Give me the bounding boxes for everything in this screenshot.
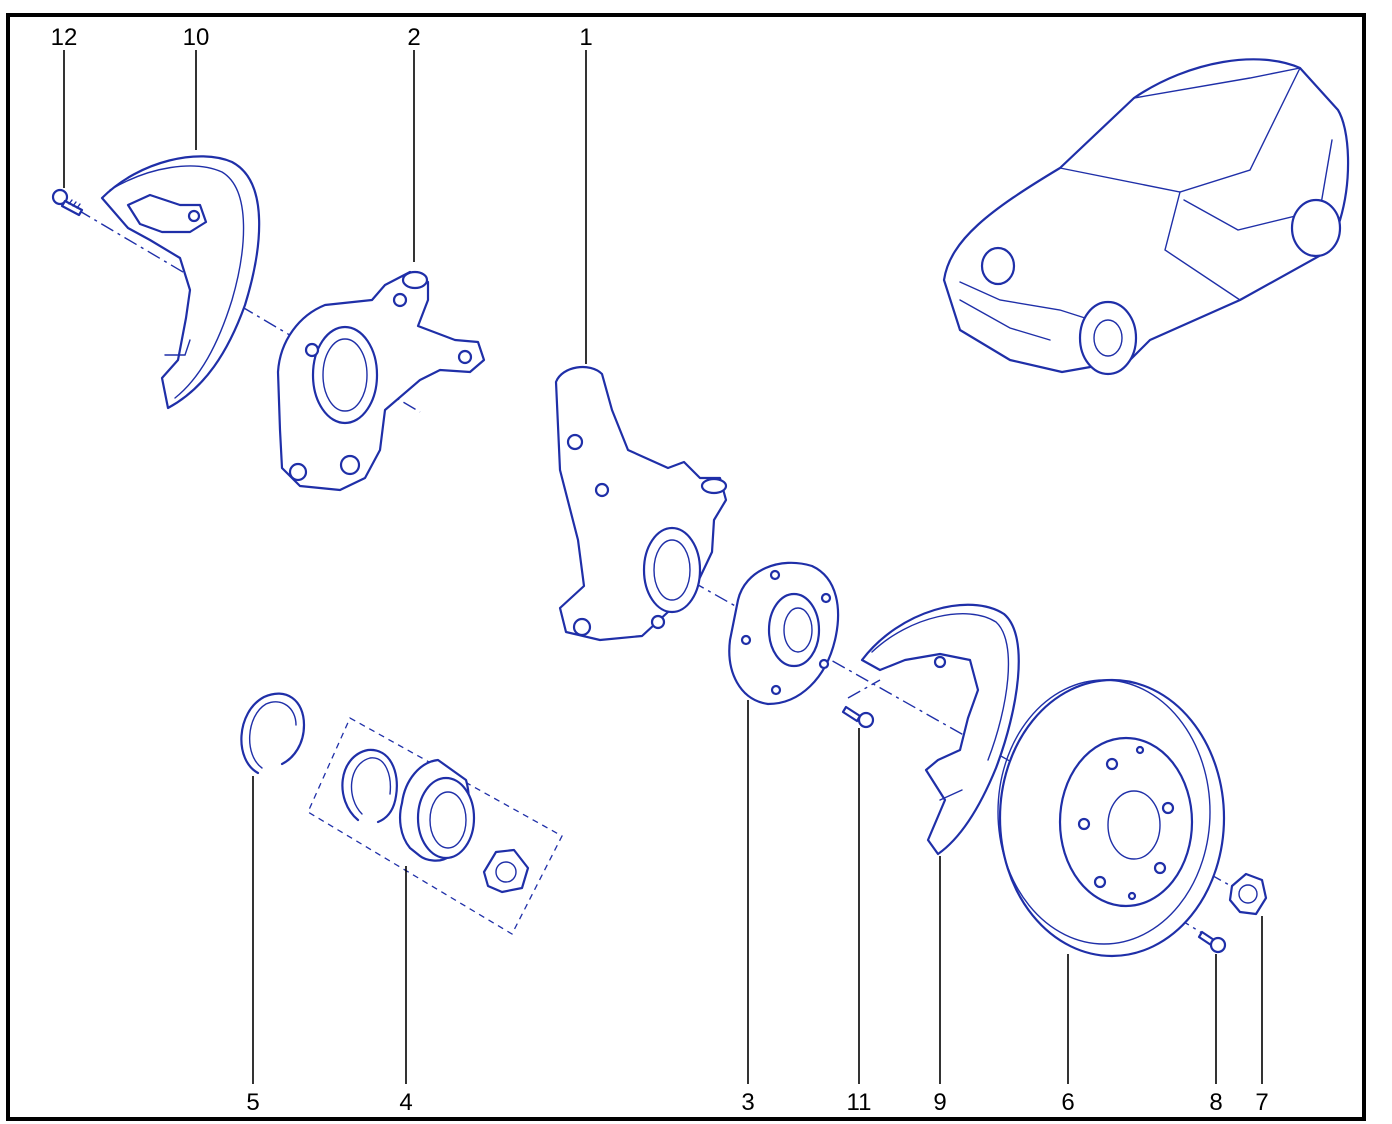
callout-3: 3 — [741, 1089, 754, 1116]
dust-shield-10 — [100, 155, 261, 410]
hub-3 — [728, 561, 840, 706]
callout-12: 12 — [51, 24, 78, 51]
callout-9: 9 — [933, 1089, 946, 1116]
car-illustration — [942, 58, 1350, 376]
bearing-kit-4 — [307, 717, 563, 935]
callout-6: 6 — [1061, 1089, 1074, 1116]
knuckle-1 — [554, 365, 728, 642]
axis-screw-shield — [847, 679, 881, 699]
callout-4: 4 — [399, 1089, 412, 1116]
hub-nut-7 — [1228, 872, 1268, 916]
brake-disc-6 — [997, 678, 1226, 958]
callout-10: 10 — [183, 24, 210, 51]
callout-5: 5 — [246, 1089, 259, 1116]
callout-1: 1 — [579, 24, 592, 51]
callout-8: 8 — [1209, 1089, 1222, 1116]
callout-2: 2 — [407, 24, 420, 51]
circlip-5 — [240, 692, 306, 775]
bolt-8 — [1197, 930, 1227, 954]
callout-11: 11 — [847, 1089, 872, 1116]
screw-11 — [841, 705, 875, 729]
dust-shield-9 — [860, 603, 1020, 856]
diagram-frame — [6, 13, 1366, 1121]
knuckle-2 — [276, 270, 486, 492]
screw-12 — [51, 188, 84, 217]
callout-7: 7 — [1255, 1089, 1268, 1116]
